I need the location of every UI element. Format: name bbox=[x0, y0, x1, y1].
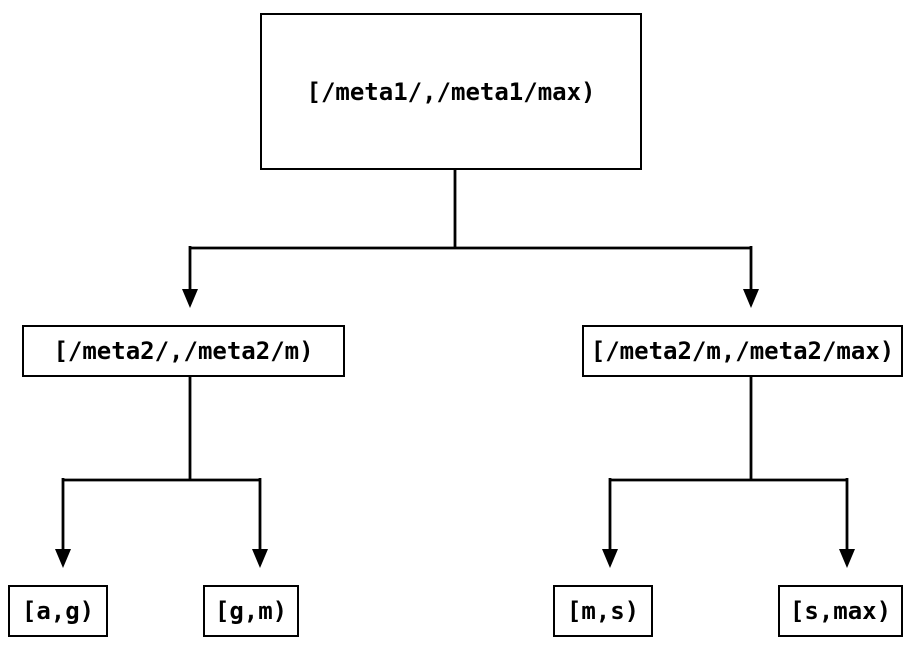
node-root-label: [/meta1/,/meta1/max) bbox=[306, 77, 596, 106]
arrowhead-left-mid bbox=[182, 289, 198, 308]
node-leaf-ms-label: [m,s) bbox=[566, 597, 640, 625]
arrowhead-right-mid bbox=[743, 289, 759, 308]
arrowhead-leaf-gm bbox=[252, 549, 268, 568]
arrowhead-leaf-ag bbox=[55, 549, 71, 568]
node-root: [/meta1/,/meta1/max) bbox=[260, 13, 642, 170]
arrowhead-leaf-smax bbox=[839, 549, 855, 568]
node-leaf-smax: [s,max) bbox=[778, 585, 903, 637]
node-right-mid-label: [/meta2/m,/meta2/max) bbox=[590, 337, 895, 365]
node-left-mid: [/meta2/,/meta2/m) bbox=[22, 325, 345, 377]
node-left-mid-label: [/meta2/,/meta2/m) bbox=[53, 337, 314, 365]
arrowhead-leaf-ms bbox=[602, 549, 618, 568]
node-leaf-smax-label: [s,max) bbox=[789, 597, 892, 625]
node-leaf-gm: [g,m) bbox=[203, 585, 299, 637]
node-leaf-gm-label: [g,m) bbox=[214, 597, 288, 625]
node-leaf-ag-label: [a,g) bbox=[21, 597, 95, 625]
node-leaf-ms: [m,s) bbox=[553, 585, 653, 637]
node-right-mid: [/meta2/m,/meta2/max) bbox=[582, 325, 903, 377]
node-leaf-ag: [a,g) bbox=[8, 585, 108, 637]
